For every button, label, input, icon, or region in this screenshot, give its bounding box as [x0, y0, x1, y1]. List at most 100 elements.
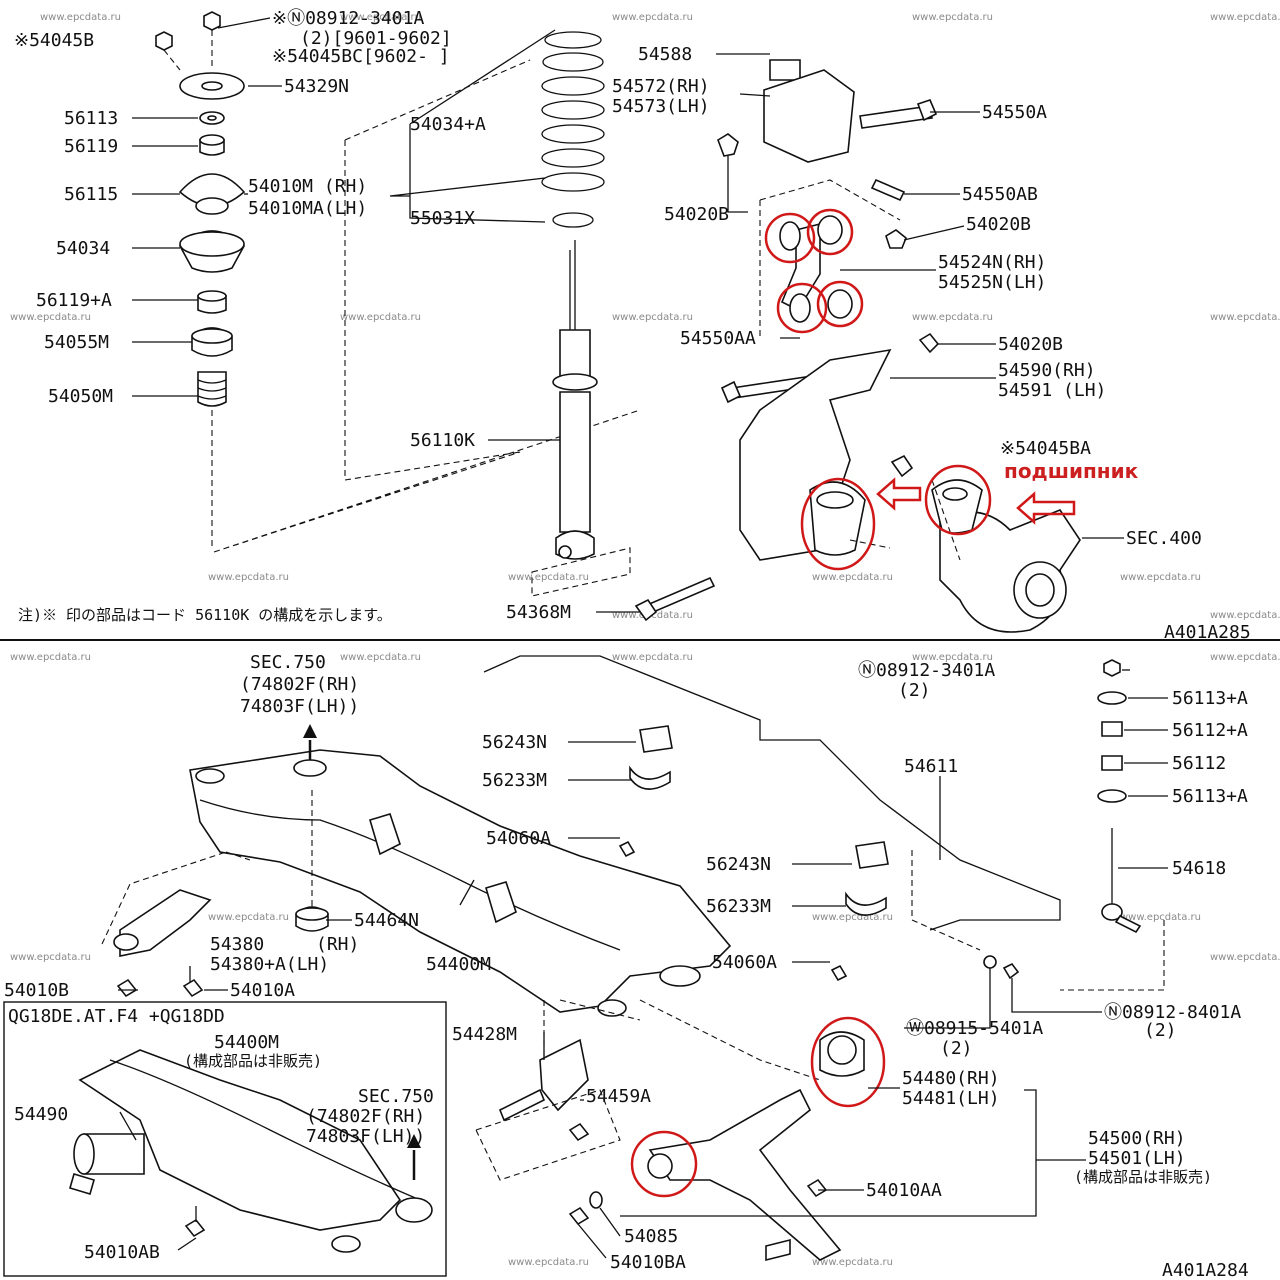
part-label: SEC.400 [1126, 528, 1202, 549]
part-label: 54573(LH) [612, 96, 710, 117]
part-label: 56243N [706, 854, 771, 875]
lower-leader-lines [118, 669, 1168, 1259]
part-label: 54588 [638, 44, 692, 65]
watermark: www.epcdata.ru [508, 572, 589, 583]
arrow-icon [876, 477, 922, 511]
upper-diagram: ※54045B ※Ⓝ08912-3401A (2)[9601-9602] ※54… [14, 8, 1251, 643]
part-label: 56233M [706, 896, 771, 917]
diagram-code: A401A284 [1162, 1260, 1249, 1280]
part-label: 74803F(LH)) [306, 1126, 425, 1147]
highlight-circle [630, 1130, 698, 1198]
highlight-circle [924, 464, 992, 536]
watermarks: www.epcdata.ru www.epcdata.ru www.epcdat… [10, 12, 1280, 1268]
part-label: 54550A [982, 102, 1047, 123]
part-label: 54010AB [84, 1242, 160, 1263]
diagram-code: A401A285 [1164, 622, 1251, 643]
bolt-54368m [634, 576, 716, 622]
watermark: www.epcdata.ru [912, 312, 993, 323]
part-label: ※Ⓝ08912-3401A [272, 8, 424, 29]
part-label: 54010M (RH) [248, 176, 367, 197]
part-label: 54380 [210, 934, 264, 955]
highlight-circle [810, 1016, 886, 1108]
part-label: 54010MA(LH) [248, 198, 367, 219]
part-label: 54050M [48, 386, 113, 407]
part-label: 56112+A [1172, 720, 1248, 741]
watermark: www.epcdata.ru [612, 312, 693, 323]
watermark: www.epcdata.ru [1210, 952, 1280, 963]
part-label: 54010A [230, 980, 295, 1001]
part-label: 56119+A [36, 290, 112, 311]
part-label: 54400M [426, 954, 491, 975]
part-label: (2) [940, 1038, 973, 1059]
part-label: 54010BA [610, 1252, 686, 1273]
part-label: 54524N(RH) [938, 252, 1046, 273]
part-label: 54034+A [410, 114, 486, 135]
watermark: www.epcdata.ru [1210, 12, 1280, 23]
part-label: (2)[9601-9602] [300, 28, 452, 49]
part-label: 54481(LH) [902, 1088, 1000, 1109]
watermark: www.epcdata.ru [912, 12, 993, 23]
lower-labels: SEC.750 (74802F(RH) 74803F(LH)) 56243N 5… [4, 652, 1249, 1280]
part-label: 54060A [712, 952, 777, 973]
highlight-circle [764, 212, 816, 264]
part-label: 74803F(LH)) [240, 696, 359, 717]
lower-control-arm [559, 999, 865, 1262]
part-label: 56110K [410, 430, 475, 451]
part-label: 54490 [14, 1104, 68, 1125]
watermark: www.epcdata.ru [812, 572, 893, 583]
watermark: www.epcdata.ru [612, 12, 693, 23]
watermark: www.epcdata.ru [40, 12, 121, 23]
watermark: www.epcdata.ru [1120, 912, 1201, 923]
part-label: (2) [1144, 1020, 1177, 1041]
part-label: 54550AA [680, 328, 756, 349]
russian-annotation: подшипник [1004, 459, 1139, 483]
shock-absorber [531, 240, 631, 597]
diagram-note: 注)※ 印の部品はコード 56110K の構成を示します。 [18, 606, 392, 624]
part-label: 56119 [64, 136, 118, 157]
watermark: www.epcdata.ru [10, 652, 91, 663]
highlight-circle [776, 282, 828, 334]
inset-title: QG18DE.AT.F4 +QG18DD [8, 1006, 225, 1027]
watermark: www.epcdata.ru [1210, 652, 1280, 663]
watermark: www.epcdata.ru [912, 652, 993, 663]
part-label: 54591 (LH) [998, 380, 1106, 401]
part-label: 54428M [452, 1024, 517, 1045]
part-label: 54590(RH) [998, 360, 1096, 381]
subframe [101, 724, 732, 1017]
upper-labels: ※54045B ※Ⓝ08912-3401A (2)[9601-9602] ※54… [14, 8, 1251, 643]
part-label: 54368M [506, 602, 571, 623]
upper-leader-lines [132, 17, 1124, 613]
part-label: 54464N [354, 910, 419, 931]
part-label: Ⓝ08912-3401A [858, 660, 995, 681]
watermark: www.epcdata.ru [508, 1257, 589, 1268]
bushing-highlights [764, 208, 1076, 571]
highlight-circle [800, 477, 876, 571]
stabilizer-link [983, 659, 1142, 980]
part-label: 55031X [410, 208, 475, 229]
watermark: www.epcdata.ru [10, 312, 91, 323]
strut-mount-parts [155, 11, 246, 550]
part-label: 54020B [998, 334, 1063, 355]
part-label: 54020B [966, 214, 1031, 235]
part-label: 56112 [1172, 753, 1226, 774]
part-label: (2) [898, 680, 931, 701]
part-label: Ⓝ08912-8401A [1104, 1002, 1241, 1023]
highlight-circle [806, 208, 854, 256]
arrow-icon [1016, 491, 1076, 525]
bracket-assembly [717, 59, 1081, 633]
part-label: Ⓦ08915-5401A [906, 1018, 1043, 1039]
part-label: 56233M [482, 770, 547, 791]
part-label: 54480(RH) [902, 1068, 1000, 1089]
stabilizer-bar [483, 655, 1165, 991]
part-label: 54618 [1172, 858, 1226, 879]
watermark: www.epcdata.ru [340, 12, 421, 23]
part-label: 54525N(LH) [938, 272, 1046, 293]
watermark: www.epcdata.ru [812, 912, 893, 923]
part-label: (74802F(RH) [306, 1106, 425, 1127]
part-label: 56113+A [1172, 688, 1248, 709]
part-label: 56113 [64, 108, 118, 129]
part-label: 54572(RH) [612, 76, 710, 97]
part-label: 56113+A [1172, 786, 1248, 807]
watermark: www.epcdata.ru [340, 312, 421, 323]
